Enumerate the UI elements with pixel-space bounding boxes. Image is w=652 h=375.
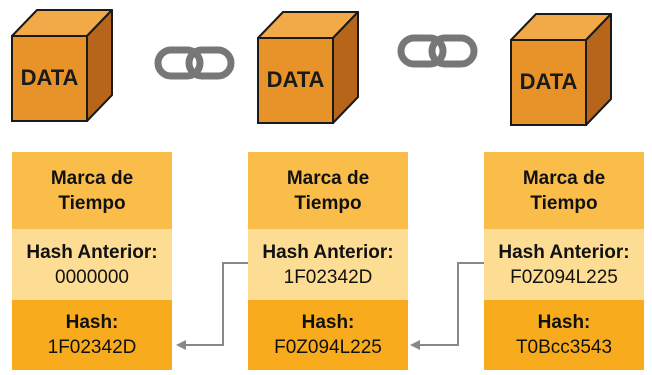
previous-hash-section: Hash Anterior: 0000000 [12, 229, 172, 300]
cube-3-front-face [510, 39, 587, 126]
block-card-3: Marca de Tiempo Hash Anterior: F0Z094L22… [484, 152, 644, 370]
hash-value: T0Bcc3543 [515, 337, 613, 358]
previous-hash-value: 1F02342D [283, 266, 373, 288]
chain-link-icon [154, 46, 235, 80]
timestamp-label: Marca de Tiempo [50, 167, 134, 214]
cube-1-label: DATA [21, 65, 79, 90]
timestamp-section: Marca de Tiempo [484, 152, 644, 229]
data-cube-2: DATA [257, 11, 359, 124]
link-arrow-block3-to-block2 [410, 262, 484, 350]
cube-2-front-face [257, 37, 334, 124]
timestamp-section: Marca de Tiempo [12, 152, 172, 229]
arrow-head [176, 340, 186, 350]
hash-label: Hash: [65, 312, 119, 333]
hash-value: F0Z094L225 [274, 337, 382, 358]
previous-hash-label: Hash Anterior: [262, 241, 394, 263]
previous-hash-value: F0Z094L225 [510, 266, 618, 288]
chain-link-icon [397, 34, 478, 68]
previous-hash-section: Hash Anterior: 1F02342D [248, 229, 408, 300]
hash-label: Hash: [301, 312, 355, 333]
cube-3-label: DATA [520, 69, 578, 94]
timestamp-section: Marca de Tiempo [248, 152, 408, 229]
previous-hash-section: Hash Anterior: F0Z094L225 [484, 229, 644, 300]
block-card-2: Marca de Tiempo Hash Anterior: 1F02342D … [248, 152, 408, 370]
timestamp-label: Marca de Tiempo [286, 167, 370, 214]
hash-section: Hash: 1F02342D [12, 300, 172, 370]
hash-section: Hash: T0Bcc3543 [484, 300, 644, 370]
timestamp-label: Marca de Tiempo [522, 167, 606, 214]
arrow-connector [184, 262, 248, 346]
cube-2-label: DATA [267, 67, 325, 92]
previous-hash-value: 0000000 [55, 266, 129, 288]
hash-label: Hash: [537, 312, 591, 333]
arrow-connector [418, 262, 484, 346]
arrow-head [410, 340, 420, 350]
block-card-1: Marca de Tiempo Hash Anterior: 0000000 H… [12, 152, 172, 370]
data-cube-3: DATA [510, 13, 612, 126]
cube-1-front-face [11, 35, 88, 122]
hash-section: Hash: F0Z094L225 [248, 300, 408, 370]
link-arrow-block2-to-block1 [176, 262, 248, 350]
data-cube-1: DATA [11, 9, 113, 122]
previous-hash-label: Hash Anterior: [498, 241, 630, 263]
hash-value: 1F02342D [47, 337, 137, 358]
previous-hash-label: Hash Anterior: [26, 241, 158, 263]
